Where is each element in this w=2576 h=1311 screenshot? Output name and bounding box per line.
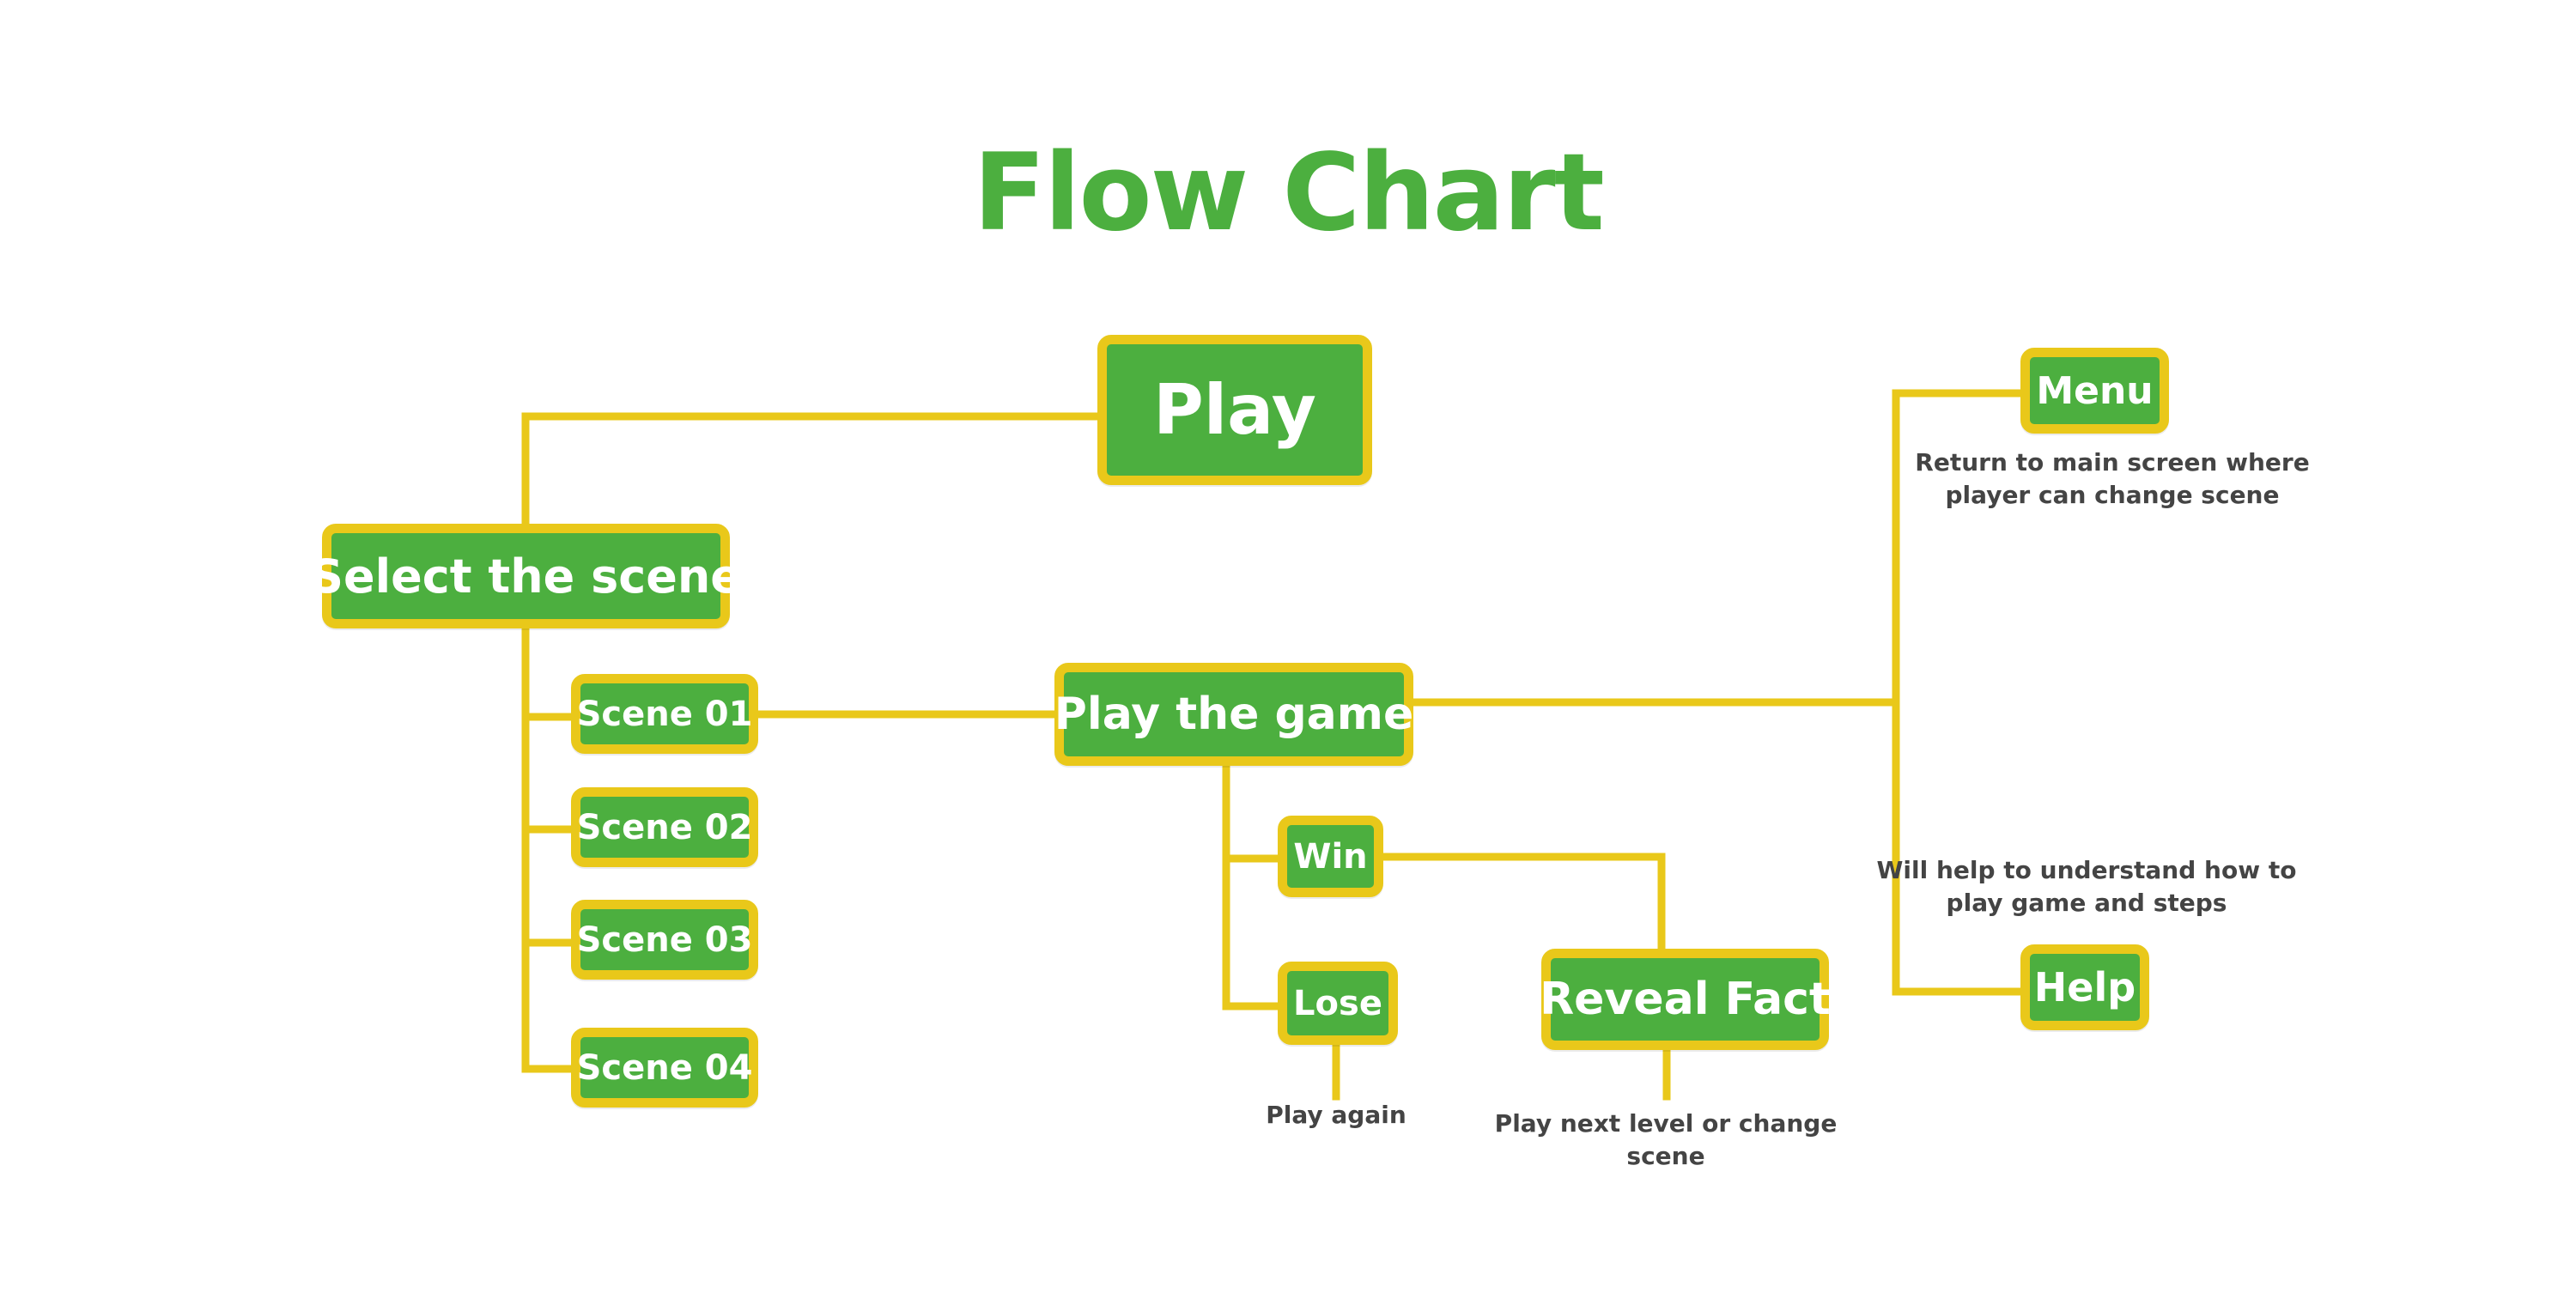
play-node-label: Play xyxy=(1153,370,1316,450)
reveal-note-line2: scene xyxy=(1626,1142,1705,1170)
scene-03-node-label: Scene 03 xyxy=(576,920,753,960)
win-node-label: Win xyxy=(1293,836,1368,877)
connector-right-spine xyxy=(1892,389,2029,996)
menu-node: Menu xyxy=(2020,348,2169,434)
help-node: Help xyxy=(2020,944,2149,1030)
help-note-line1: Will help to understand how to xyxy=(1876,856,2297,884)
scene-02-node-label: Scene 02 xyxy=(576,807,753,847)
help-node-label: Help xyxy=(2033,964,2136,1011)
reveal-note-line1: Play next level or change xyxy=(1494,1109,1838,1138)
play-node: Play xyxy=(1097,335,1372,485)
reveal-fact-node-label: Reveal Fact xyxy=(1540,974,1831,1025)
scene-02-node: Scene 02 xyxy=(571,787,758,867)
lose-node-label: Lose xyxy=(1293,983,1382,1023)
scene-04-node: Scene 04 xyxy=(571,1028,758,1108)
play-the-game-node: Play the game xyxy=(1054,663,1413,766)
menu-node-label: Menu xyxy=(2036,368,2154,413)
help-note: Will help to understand how to play game… xyxy=(1863,854,2310,920)
scene-03-node: Scene 03 xyxy=(571,900,758,980)
reveal-note: Play next level or change scene xyxy=(1494,1108,1838,1173)
scene-04-node-label: Scene 04 xyxy=(576,1047,753,1088)
menu-note: Return to main screen where player can c… xyxy=(1889,446,2336,512)
lose-note-line1: Play again xyxy=(1266,1101,1406,1129)
help-note-line2: play game and steps xyxy=(1946,889,2227,917)
page-title: Flow Chart xyxy=(973,131,1605,255)
select-scene-node: Select the scene xyxy=(310,524,742,628)
menu-note-line2: player can change scene xyxy=(1945,481,2280,509)
play-the-game-node-label: Play the game xyxy=(1054,689,1414,740)
scene-01-node-label: Scene 01 xyxy=(576,694,753,734)
scene-01-node: Scene 01 xyxy=(571,674,758,754)
menu-note-line1: Return to main screen where xyxy=(1915,448,2310,476)
connector-playgame-spine xyxy=(1222,762,1287,1011)
win-node: Win xyxy=(1278,816,1383,897)
lose-note: Play again xyxy=(1207,1099,1465,1132)
connector-play-select xyxy=(521,412,1108,538)
select-scene-node-label: Select the scene xyxy=(310,549,742,604)
lose-node: Lose xyxy=(1278,962,1398,1045)
connector-win-reveal xyxy=(1376,853,1666,956)
reveal-fact-node: Reveal Fact xyxy=(1540,949,1831,1050)
